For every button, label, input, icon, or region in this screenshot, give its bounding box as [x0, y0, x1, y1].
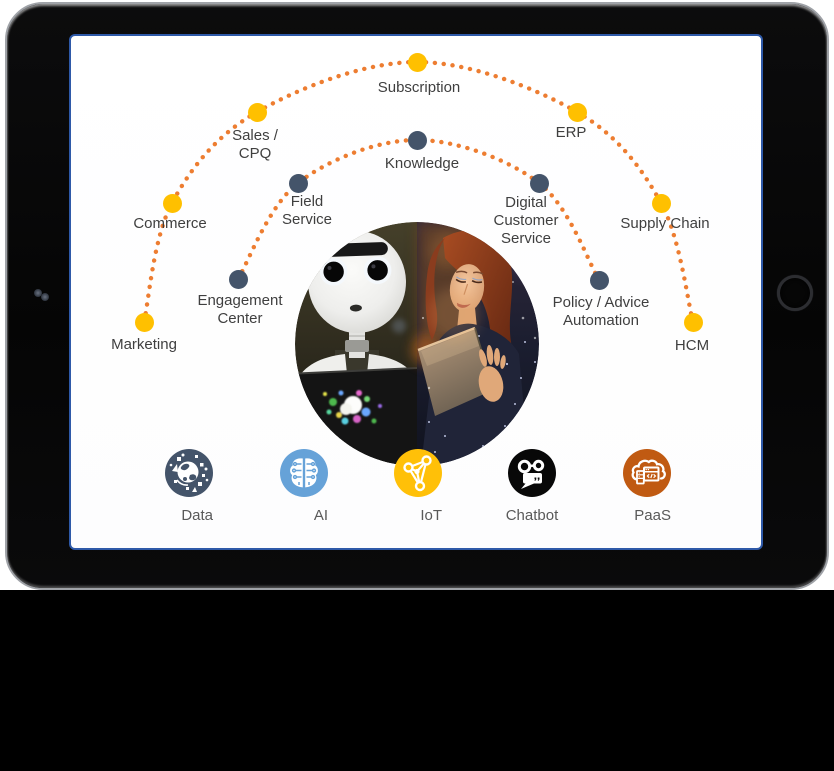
chatbot-icon: [508, 449, 556, 497]
platform-data-label: Data: [181, 507, 213, 524]
ai-brain-icon: [280, 449, 328, 497]
node-digital-customer-service: [529, 173, 549, 193]
node-policy-advice-automation: [589, 270, 609, 290]
label-digital-customer-service: Digital Customer Service: [493, 194, 559, 247]
label-marketing: Marketing: [111, 336, 177, 353]
center-photo: [295, 222, 539, 466]
label-field-service: Field Service: [281, 193, 333, 228]
platform-data: Data: [165, 449, 213, 525]
node-hcm: [683, 312, 703, 332]
node-commerce: [162, 193, 182, 213]
iot-network-icon: [394, 449, 442, 497]
label-supply-chain: Supply Chain: [620, 215, 710, 232]
label-erp: ERP: [555, 124, 587, 141]
label-knowledge: Knowledge: [384, 155, 460, 172]
data-icon: [165, 449, 213, 497]
node-engagement-center: [228, 269, 248, 289]
node-supply-chain: [651, 193, 671, 213]
label-policy-advice-automation: Policy / Advice Automation: [552, 294, 650, 329]
platform-iot-label: IoT: [420, 507, 442, 524]
label-subscription: Subscription: [377, 79, 461, 96]
platform-paas: PaaS: [623, 449, 671, 525]
label-engagement-center: Engagement Center: [197, 292, 283, 327]
node-field-service: [288, 173, 308, 193]
platform-chatbot: Chatbot: [505, 449, 559, 525]
node-subscription: [407, 52, 427, 72]
label-commerce: Commerce: [133, 215, 207, 232]
platform-chatbot-label: Chatbot: [505, 507, 559, 524]
hand: [478, 345, 506, 402]
label-sales-cpq: Sales / CPQ: [232, 127, 278, 162]
woman-figure: [412, 222, 539, 466]
label-hcm: HCM: [674, 337, 710, 354]
node-sales-cpq: [247, 102, 267, 122]
paas-cloud-icon: [623, 449, 671, 497]
letterbox-band: [0, 590, 834, 771]
node-knowledge: [407, 130, 427, 150]
hologram: [323, 390, 382, 425]
front-camera: [34, 289, 42, 297]
front-camera-icon: [41, 293, 49, 301]
node-marketing: [134, 312, 154, 332]
platform-ai: AI: [280, 449, 328, 525]
platform-ai-label: AI: [313, 507, 328, 524]
platform-paas-label: PaaS: [634, 507, 671, 524]
platform-iot: IoT: [394, 449, 442, 525]
robot-and-woman-image: [295, 222, 539, 466]
home-button[interactable]: [777, 275, 813, 311]
node-erp: [567, 102, 587, 122]
